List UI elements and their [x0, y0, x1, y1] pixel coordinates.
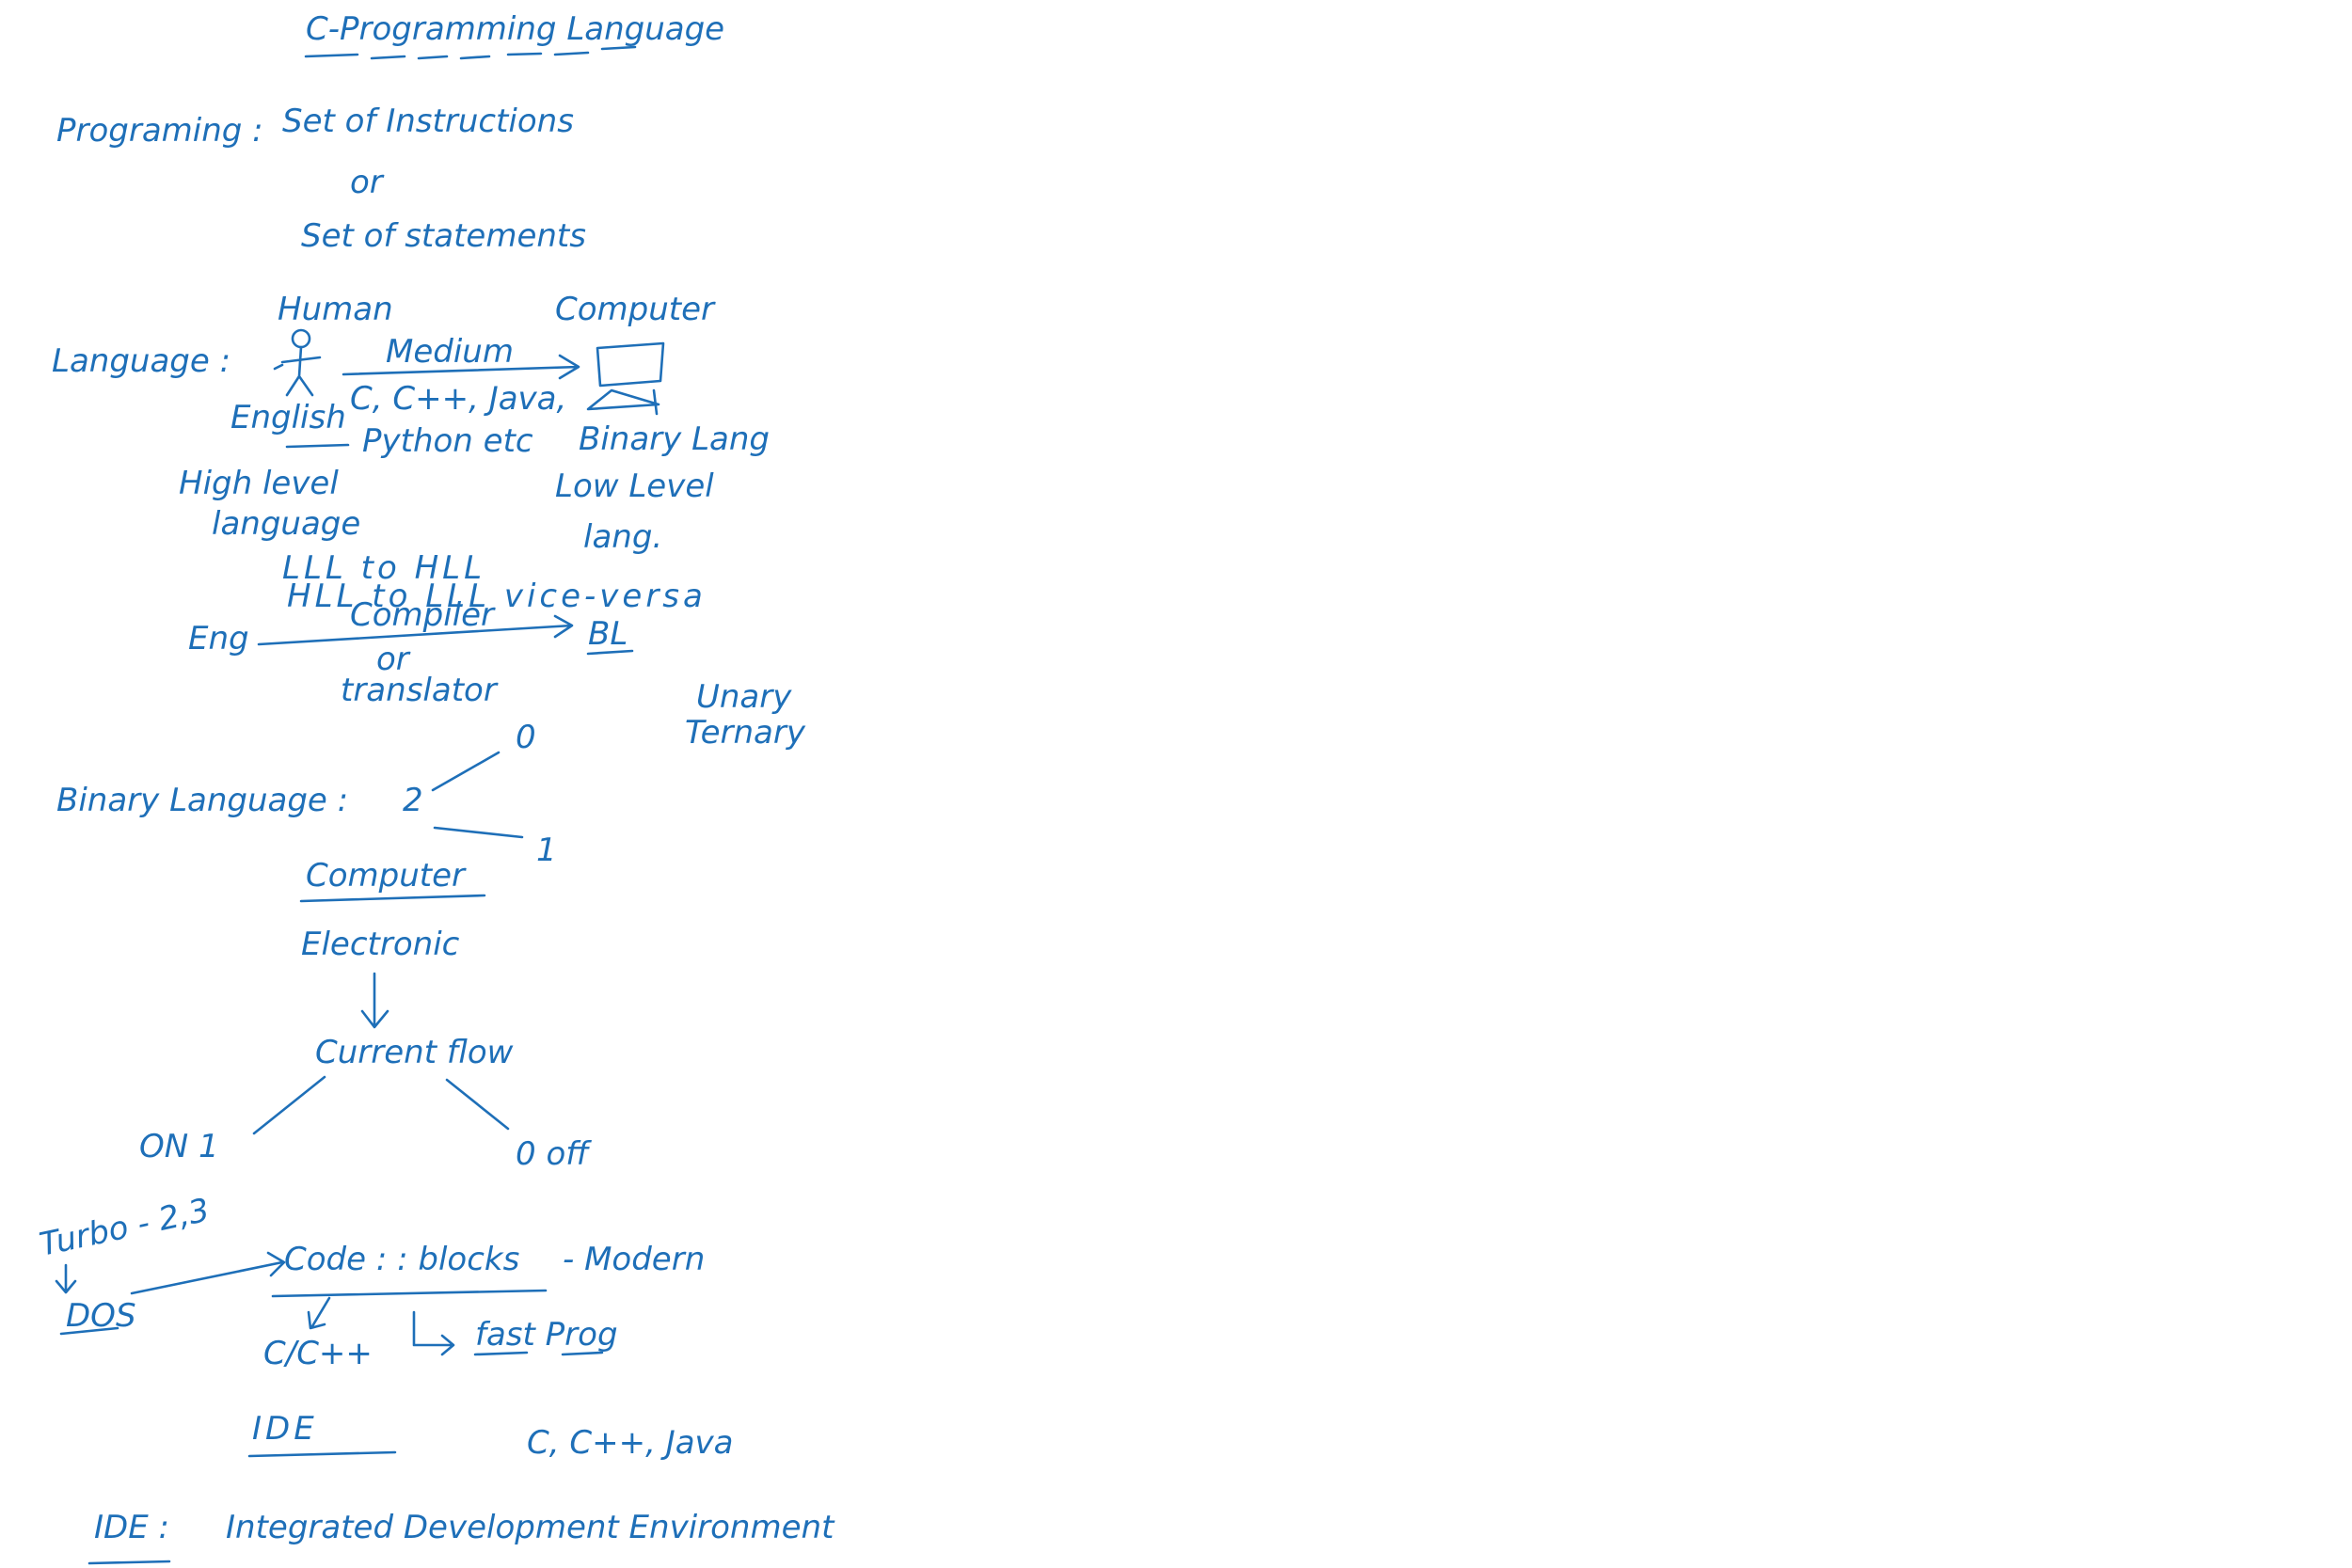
c-cpp-label: C/C++ — [263, 1335, 373, 1372]
programming-or: or — [350, 164, 385, 201]
ide-full-underline — [87, 1560, 171, 1565]
electronic-label: Electronic — [301, 926, 460, 963]
binary-language-label: Binary Language : — [56, 782, 348, 819]
high-level-label: High level — [179, 465, 339, 502]
compiler-label: Compiler — [350, 596, 496, 634]
programming-definition-2: Set of statements — [301, 217, 586, 255]
notes-title: C-Programming Language — [306, 10, 724, 48]
human-label: Human — [278, 291, 393, 328]
medium-arrow — [342, 354, 580, 380]
compiler-or: or — [376, 641, 411, 678]
computer-icon — [586, 341, 665, 416]
current-flow-branch-off — [445, 1078, 510, 1131]
high-level-label-2: language — [212, 505, 360, 543]
ide-full-text: Integrated Development Environment — [226, 1509, 835, 1546]
codeblocks-c-arrow — [307, 1296, 331, 1330]
translator-label: translator — [341, 672, 499, 709]
modern-label: - Modern — [563, 1241, 705, 1278]
ternary-label: Ternary — [685, 714, 806, 752]
fast-prog-label: fast Prog — [475, 1316, 618, 1354]
binary-branch-one — [433, 826, 524, 839]
title-underline — [304, 45, 637, 60]
off-label: 0 off — [516, 1135, 592, 1173]
on-label: ON 1 — [139, 1128, 219, 1165]
medium-label: Medium — [386, 333, 514, 371]
english-label: English — [230, 399, 346, 436]
binary-lang-label: Binary Lang — [579, 420, 770, 458]
electronic-down-arrow — [360, 972, 389, 1029]
fast-underline — [473, 1351, 604, 1356]
turbo-down-arrow — [55, 1263, 77, 1294]
bl-underline — [586, 649, 634, 656]
codeblocks-underline — [271, 1289, 548, 1298]
codeblocks-label: Code : : blocks — [284, 1241, 519, 1278]
dos-label: DOS — [66, 1297, 136, 1335]
ide-heading: IDE — [252, 1410, 318, 1448]
ide-heading-underline — [247, 1450, 397, 1458]
compiler-arrow — [257, 614, 574, 646]
hll-to-lll: HLL to LLL vice-versa — [287, 578, 707, 615]
binary-zero: 0 — [516, 719, 536, 756]
language-label: Language : — [52, 342, 230, 380]
low-level-label: Low Level — [555, 467, 714, 505]
dos-underline — [59, 1326, 119, 1336]
low-level-label-2: lang. — [583, 518, 662, 556]
current-flow-label: Current flow — [315, 1034, 514, 1071]
eng-label: Eng — [188, 620, 249, 657]
english-underline — [285, 443, 350, 449]
bl-label: BL — [588, 615, 628, 653]
lll-to-hll: LLL to HLL — [282, 549, 485, 587]
programming-label: Programing : — [56, 112, 263, 150]
binary-one: 1 — [536, 832, 557, 869]
computer-heading: Computer — [306, 857, 467, 895]
human-stick-figure-icon — [273, 328, 322, 397]
medium-langs-2: Python etc — [362, 422, 533, 460]
binary-two: 2 — [403, 782, 423, 819]
computer-heading-underline — [299, 894, 486, 903]
programming-definition-1: Set of Instructions — [282, 103, 574, 140]
binary-branch-zero — [431, 751, 501, 792]
current-flow-branch-on — [252, 1075, 326, 1135]
ide-langs: C, C++, Java — [527, 1424, 734, 1462]
codeblocks-fast-arrow — [412, 1310, 455, 1356]
ide-full-label: IDE : — [94, 1509, 169, 1546]
dos-to-codeblocks-arrow — [130, 1251, 286, 1295]
computer-label: Computer — [555, 291, 716, 328]
unary-label: Unary — [696, 678, 792, 716]
turbo-label: Turbo - 2,3 — [37, 1192, 214, 1264]
medium-langs-1: C, C++, Java, — [350, 380, 566, 418]
